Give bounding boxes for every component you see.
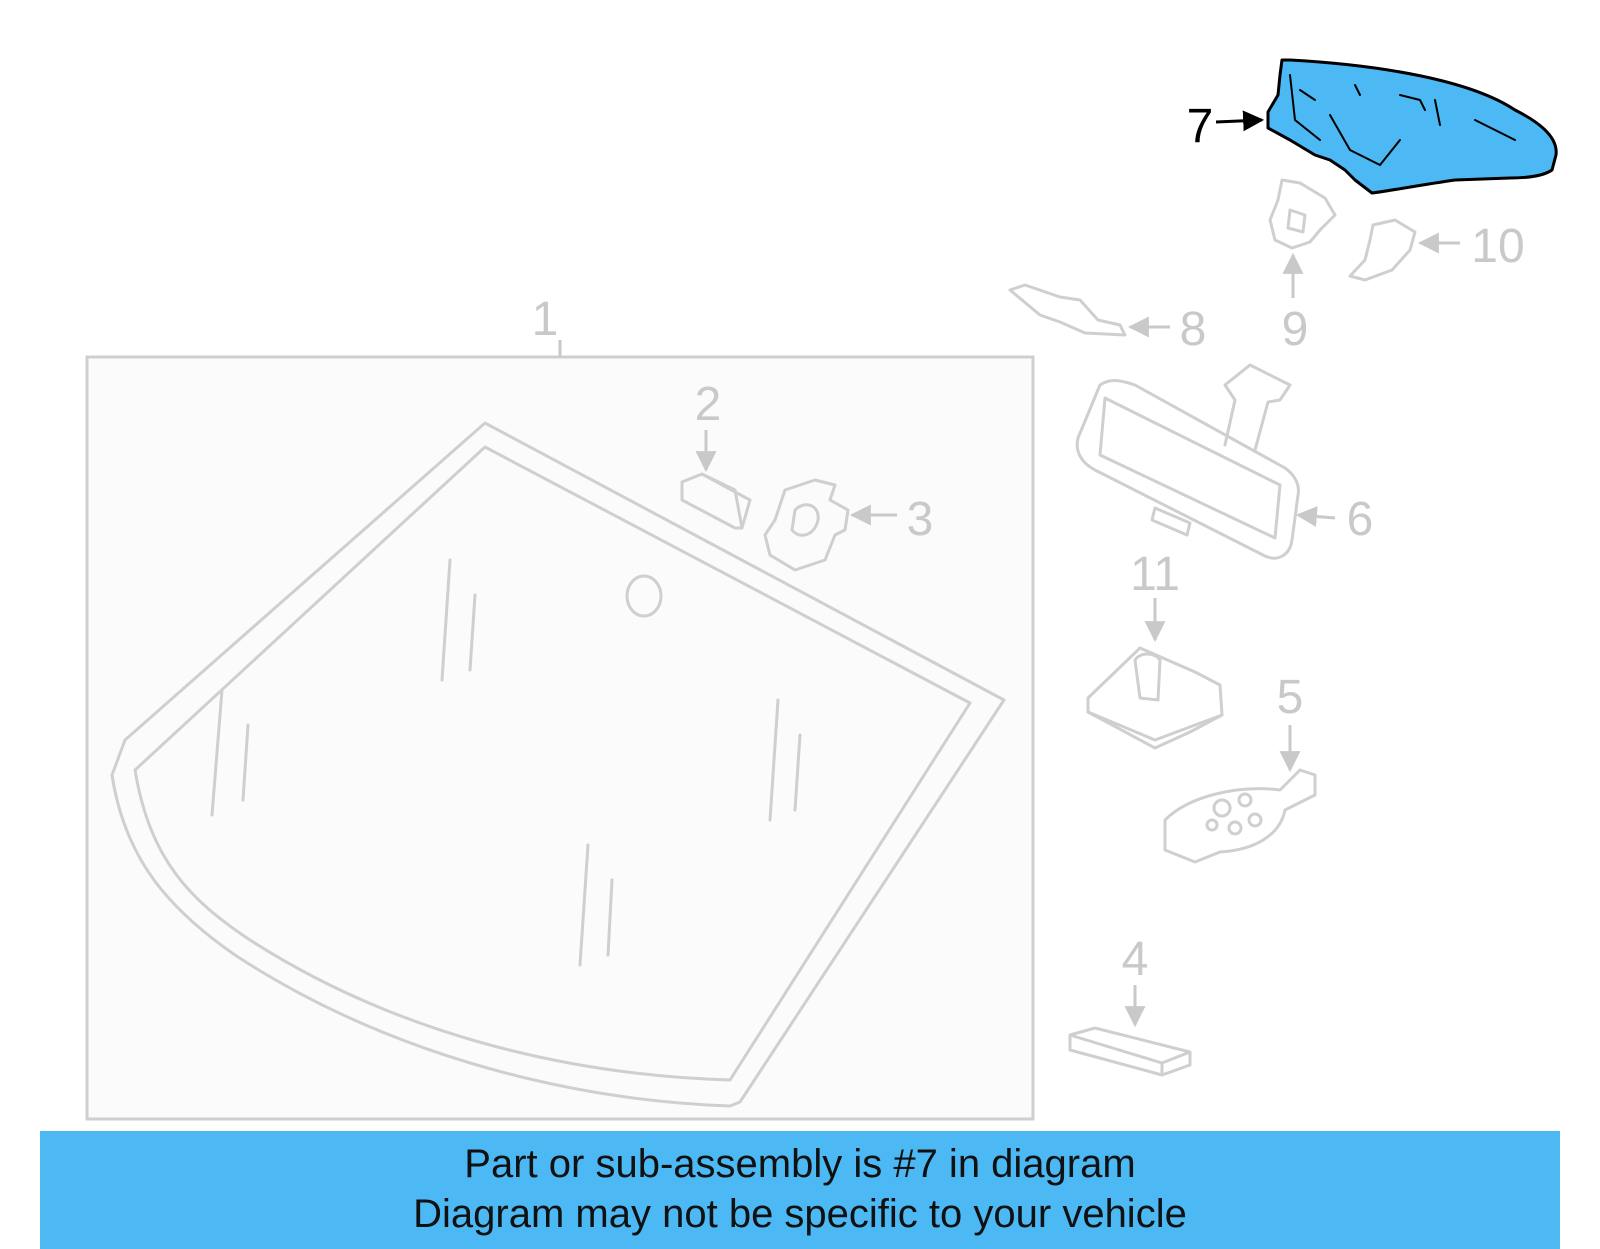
callout-10: 10: [1471, 220, 1524, 273]
part-10-cover[interactable]: [1348, 218, 1417, 282]
part-4-strip[interactable]: [1068, 1026, 1192, 1077]
callout-3: 3: [907, 493, 934, 546]
part-6-mirror[interactable]: [1075, 363, 1300, 560]
banner-line-1: Part or sub-assembly is #7 in diagram: [464, 1142, 1136, 1186]
callout-5: 5: [1277, 671, 1304, 724]
callout-7: 7: [1187, 100, 1214, 153]
part-3-bracket[interactable]: [763, 478, 850, 572]
info-banner: Part or sub-assembly is #7 in diagram Di…: [40, 1131, 1560, 1249]
leader-7: [1215, 110, 1265, 132]
callout-11: 11: [1130, 548, 1180, 601]
banner-line-2: Diagram may not be specific to your vehi…: [413, 1192, 1187, 1236]
callout-9: 9: [1282, 303, 1309, 356]
part-9-bracket[interactable]: [1268, 178, 1337, 250]
callout-2: 2: [695, 378, 722, 431]
callout-6: 6: [1347, 493, 1374, 546]
part-8-clip[interactable]: [1008, 283, 1127, 337]
callout-1: 1: [532, 293, 559, 346]
callout-8: 8: [1180, 303, 1207, 356]
part-1-windshield[interactable]: [85, 355, 1035, 1121]
part-11-bracket[interactable]: [1086, 646, 1224, 750]
leader-6: [1295, 506, 1336, 527]
part-7-mirror-cover-highlighted[interactable]: [1266, 58, 1558, 195]
callout-4: 4: [1122, 933, 1149, 986]
part-2-pad[interactable]: [680, 472, 752, 530]
part-5-sensor[interactable]: [1163, 768, 1317, 864]
